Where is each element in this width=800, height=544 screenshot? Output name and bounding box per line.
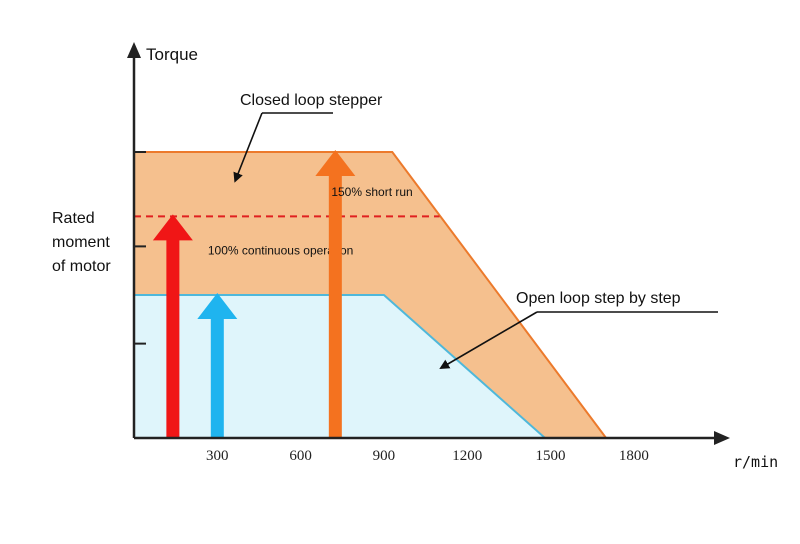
- arrow-shaft-2: [328, 175, 342, 437]
- y-axis-label: Torque: [146, 45, 198, 64]
- rated-label-line-3: of motor: [52, 258, 111, 275]
- x-axis-label: r/min: [733, 453, 778, 471]
- x-tick-label-1: 600: [289, 448, 312, 464]
- callout-open-loop: Open loop step by step: [516, 290, 681, 307]
- arrow-head-1: [197, 293, 238, 319]
- series-outline-0: [134, 151, 607, 439]
- arrow-label-0: 100% continuous operation: [208, 243, 353, 257]
- x-tick-label-5: 1800: [619, 448, 649, 464]
- x-axis-arrowhead: [714, 431, 730, 445]
- callout-closed-loop: Closed loop stepper: [240, 92, 383, 109]
- rated-label-line-2: moment: [52, 234, 110, 251]
- x-tick-label-2: 900: [373, 448, 396, 464]
- arrow-head-0: [152, 214, 193, 241]
- arrow-shaft-0: [166, 239, 180, 437]
- arrow-shaft-1: [210, 318, 224, 437]
- arrow-head-2: [315, 150, 356, 176]
- arrow-label-2: 150% short run: [331, 185, 412, 199]
- y-axis-arrowhead: [127, 42, 141, 58]
- rated-label-line-1: Rated: [52, 210, 95, 227]
- callout-closed-loop-arrow: [233, 112, 263, 183]
- callout-open-loop-arrow: [439, 311, 538, 370]
- x-tick-label-3: 1200: [452, 448, 482, 464]
- x-tick-label-4: 1500: [536, 448, 566, 464]
- x-tick-label-0: 300: [206, 448, 229, 464]
